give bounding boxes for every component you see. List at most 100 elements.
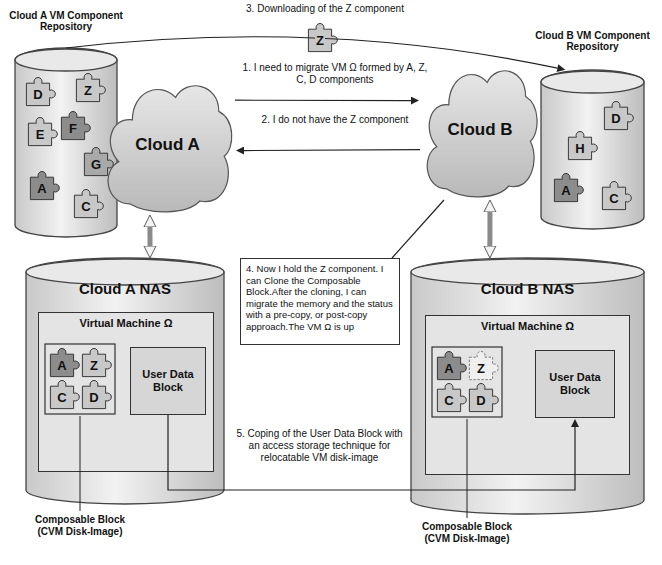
node-text: Cloud B xyxy=(447,120,512,140)
storage-cylinder: Cloud B NASVirtual Machine ΩAZCDUser Dat… xyxy=(410,258,645,515)
vm-box: Virtual Machine Ω A ZCD User Data Block xyxy=(425,315,630,475)
component-letter: Z xyxy=(89,359,99,373)
node-text: 4. Now I hold the Z component. I can Clo… xyxy=(240,258,400,337)
vm-rect xyxy=(39,313,214,472)
puzzle-outline xyxy=(76,73,105,101)
component-letter: A xyxy=(56,359,67,373)
component-letter: C xyxy=(56,391,67,405)
component-letter: Z xyxy=(83,84,93,98)
repository-heading: Cloud A VM Component Repository xyxy=(6,10,126,32)
puzzle-outline xyxy=(469,383,498,411)
component-letter: F xyxy=(68,122,78,136)
box-rect xyxy=(131,348,206,415)
component-letter: C xyxy=(608,192,619,206)
text-box: 4. Now I hold the Z component. I can Clo… xyxy=(240,258,400,345)
component-piece: A xyxy=(28,170,60,202)
cloud-shape: Cloud B xyxy=(420,60,540,200)
node-text: Cloud A xyxy=(135,135,200,155)
cylinder-body xyxy=(15,48,117,237)
component-letter: G xyxy=(90,158,102,172)
component-piece: G xyxy=(82,146,114,178)
component-piece: H xyxy=(566,130,598,162)
component-letter: D xyxy=(610,112,621,126)
component-piece: C xyxy=(435,382,467,414)
component-letter: A xyxy=(443,362,454,376)
callout-line xyxy=(392,200,444,258)
node-text: User Data Block xyxy=(130,368,206,394)
composable-block-outline xyxy=(45,344,115,414)
edge-label: 5. Coping of the User Data Block with an… xyxy=(232,428,407,464)
storage-cylinder: Cloud A VM Component RepositoryDZEFGAC xyxy=(14,48,118,238)
component-piece: A xyxy=(552,172,584,204)
vm-box-outline xyxy=(425,315,630,475)
composable-block-outline xyxy=(432,347,502,417)
storage-cylinder: Cloud B VM Component RepositoryDHAC xyxy=(540,70,645,230)
leader-line xyxy=(80,416,81,511)
node-text: Virtual Machine Ω xyxy=(80,317,173,329)
component-piece: A xyxy=(435,350,467,382)
component-letter: A xyxy=(560,184,571,198)
component-piece: D xyxy=(602,100,634,132)
puzzle-outline xyxy=(437,351,466,379)
component-piece: A xyxy=(48,347,80,379)
double-arrow xyxy=(487,212,492,246)
puzzle-outline xyxy=(554,173,583,201)
vm-rect xyxy=(426,316,630,475)
cloud-outline xyxy=(108,86,232,212)
component-piece: Z xyxy=(74,72,106,104)
puzzle-outline xyxy=(74,189,103,217)
component-piece: Z xyxy=(306,22,338,54)
component-letter: E xyxy=(35,128,46,142)
puzzle-outline xyxy=(568,131,597,159)
flow-arrow xyxy=(168,415,575,490)
component-letter: Z xyxy=(476,362,486,376)
part-label: Composable Block (CVM Disk-Image) xyxy=(409,521,525,545)
component-letter: D xyxy=(32,88,43,102)
cylinder-body xyxy=(26,258,224,504)
edge-label: 2. I do not have the Z component xyxy=(240,114,430,126)
component-letter: A xyxy=(36,182,47,196)
box-rect xyxy=(536,351,615,418)
puzzle-outline xyxy=(50,380,79,408)
puzzle-outline xyxy=(469,351,498,379)
puzzle-outline xyxy=(82,348,111,376)
component-piece: C xyxy=(48,379,80,411)
puzzle-outline xyxy=(84,147,113,175)
component-letter: D xyxy=(475,394,486,408)
node-text: Cloud A NAS xyxy=(79,280,171,297)
edge-label: 1. I need to migrate VM Ω formed by A, Z… xyxy=(240,62,430,86)
double-arrow xyxy=(147,227,152,246)
node-text: User Data Block xyxy=(535,371,615,397)
puzzle-outline xyxy=(30,171,59,199)
component-letter: D xyxy=(88,391,99,405)
box-rect xyxy=(241,259,400,345)
storage-cylinder-outline xyxy=(14,48,118,238)
component-piece: D xyxy=(80,379,112,411)
part-label: Composable Block (CVM Disk-Image) xyxy=(22,514,138,538)
component-letter: Z xyxy=(315,34,325,48)
puzzle-outline xyxy=(82,380,111,408)
puzzle-outline xyxy=(602,181,631,209)
puzzle-outline xyxy=(308,23,337,51)
component-piece: Z xyxy=(467,350,499,382)
puzzle-outline xyxy=(604,101,633,129)
component-piece: F xyxy=(59,110,91,142)
component-piece: D xyxy=(24,76,56,108)
storage-cylinder: Cloud A NAS Virtual Machine Ω A Z C D User Dat… xyxy=(25,258,225,505)
text-box: User Data Block xyxy=(130,347,206,415)
text-box: User Data Block xyxy=(535,350,615,418)
cylinder-top xyxy=(15,49,117,71)
edge-label: 3. Downloading of the Z component xyxy=(190,3,460,15)
puzzle-outline xyxy=(61,111,90,139)
cylinder-top xyxy=(541,71,644,93)
component-piece: C xyxy=(600,180,632,212)
cloud-outline xyxy=(427,71,537,197)
component-piece: C xyxy=(72,188,104,220)
puzzle-outline xyxy=(437,383,466,411)
component-piece: Z xyxy=(80,347,112,379)
flow-arrow xyxy=(244,149,420,151)
puzzle-outline xyxy=(28,117,57,145)
leader-line xyxy=(467,419,468,518)
node-text: Virtual Machine Ω xyxy=(481,320,574,332)
